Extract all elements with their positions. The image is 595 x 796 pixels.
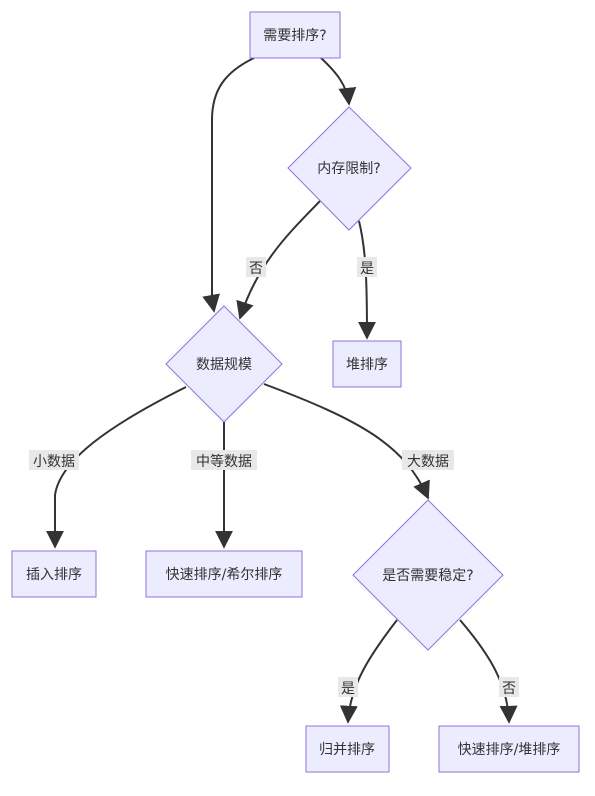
edge-data-size-to-stable [263, 383, 430, 500]
edge-stable-to-quick-heap [459, 619, 518, 724]
edge-data-size-to-insertion [46, 386, 187, 549]
node-need-stable: 是否需要稳定? [352, 499, 504, 651]
edge-label-large-data: 大数据 [402, 450, 454, 470]
svg-text:需要排序?: 需要排序? [263, 28, 326, 44]
edge-label-stable-yes: 是 [338, 677, 358, 697]
node-merge-sort: 归并排序 [305, 725, 390, 773]
svg-text:快速排序/希尔排序: 快速排序/希尔排序 [166, 567, 283, 583]
svg-text:是: 是 [341, 681, 355, 697]
edge-need-sort-to-memory-limit [320, 57, 357, 106]
svg-text:快速排序/堆排序: 快速排序/堆排序 [458, 742, 561, 758]
svg-text:内存限制?: 内存限制? [317, 161, 380, 177]
node-quick-heap-sort: 快速排序/堆排序 [438, 725, 580, 773]
edge-label-small-data: 小数据 [29, 450, 79, 470]
edge-label-memory-no: 否 [246, 257, 266, 277]
node-insertion-sort: 插入排序 [11, 550, 97, 598]
node-quick-shell-sort: 快速排序/希尔排序 [145, 550, 303, 598]
edge-need-sort-to-data-size [202, 57, 255, 313]
svg-text:小数据: 小数据 [33, 454, 75, 470]
edge-label-medium-data: 中等数据 [191, 450, 257, 470]
edge-memory-limit-to-heap-sort [357, 220, 376, 340]
node-need-sort: 需要排序? [249, 11, 341, 59]
edge-label-stable-no: 否 [499, 677, 519, 697]
edge-memory-limit-to-data-size [236, 200, 321, 320]
svg-text:大数据: 大数据 [407, 454, 449, 470]
edge-stable-to-merge [339, 619, 398, 724]
svg-text:数据规模: 数据规模 [196, 357, 252, 373]
svg-text:是: 是 [360, 261, 374, 277]
node-data-size: 数据规模 [165, 305, 283, 423]
node-memory-limit: 内存限制? [287, 106, 412, 231]
svg-text:归并排序: 归并排序 [319, 741, 375, 758]
svg-text:否: 否 [502, 681, 516, 697]
svg-text:插入排序: 插入排序 [26, 567, 82, 583]
svg-text:中等数据: 中等数据 [196, 453, 252, 470]
svg-text:是否需要稳定?: 是否需要稳定? [382, 568, 473, 584]
svg-text:堆排序: 堆排序 [346, 357, 388, 373]
node-heap-sort: 堆排序 [332, 340, 402, 388]
svg-text:否: 否 [249, 261, 263, 277]
edge-label-memory-yes: 是 [357, 257, 377, 277]
